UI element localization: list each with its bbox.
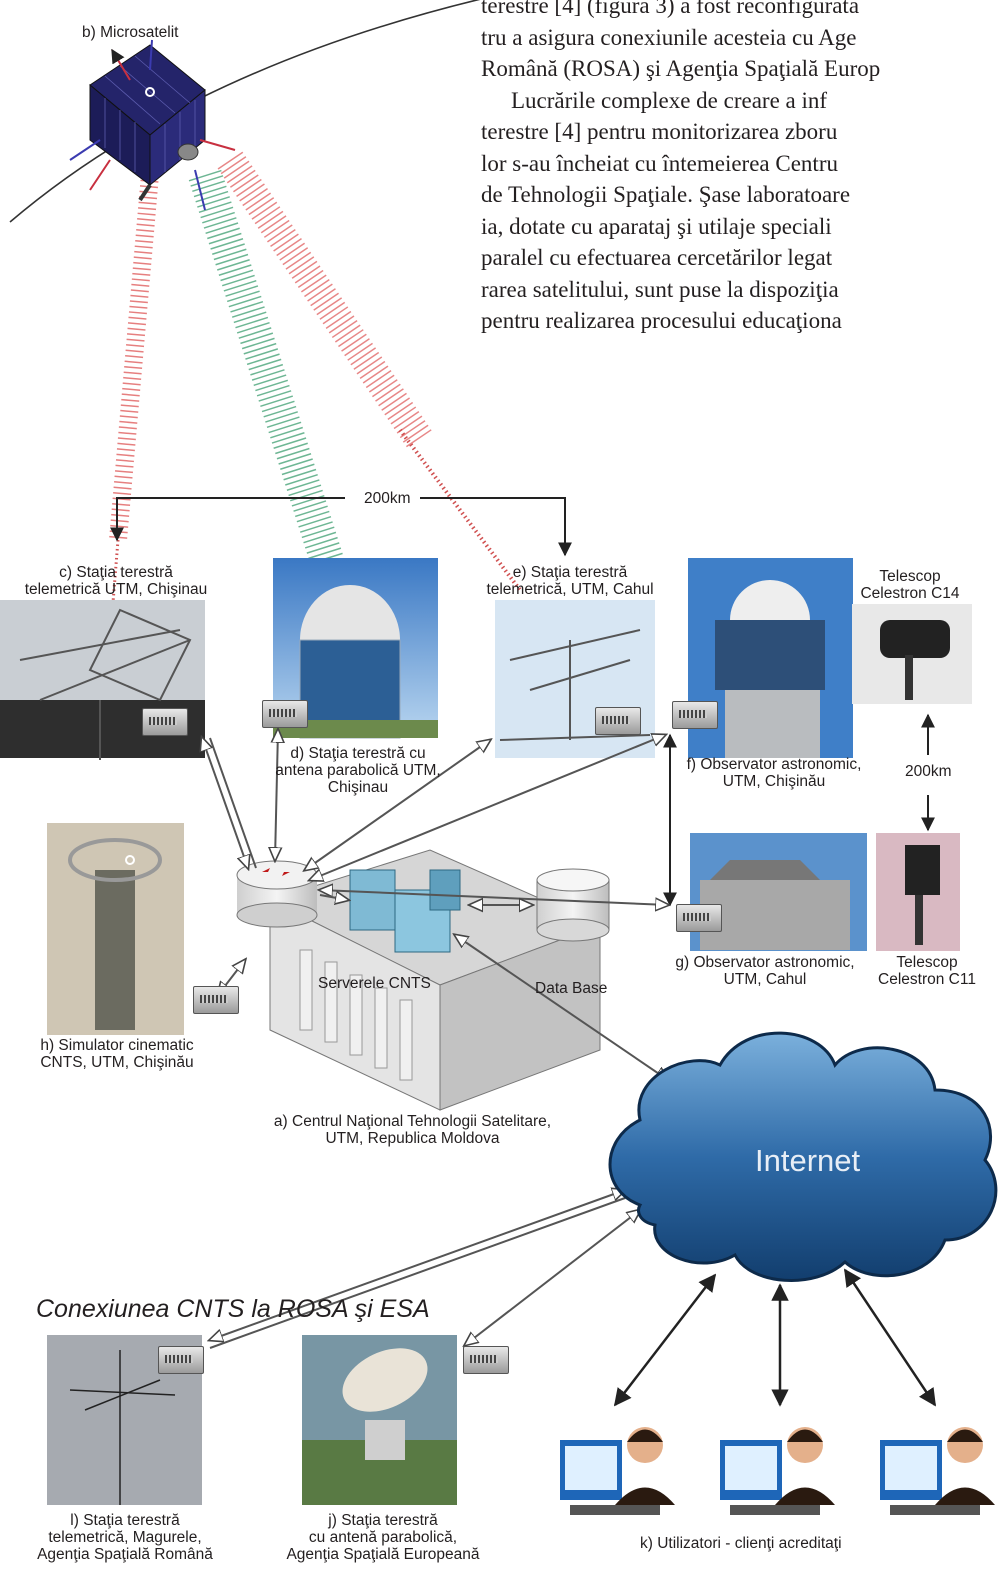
- paragraph-line: terestre [4] pentru monitorizarea zboru: [481, 119, 838, 144]
- label-line: c) Staţia terestră: [59, 564, 173, 581]
- photo-telescope-c11: [876, 833, 960, 951]
- label-line: UTM, Chişinău: [722, 773, 826, 790]
- beam-red-thin: [398, 428, 522, 592]
- label-line: f) Observator astronomic,: [686, 756, 862, 773]
- paragraph-line: tru a asigura conexiunile acesteia cu Ag…: [481, 24, 857, 50]
- network-device: [676, 904, 722, 932]
- network-device: [672, 701, 718, 729]
- label-observatory-f: f) Observator astronomic, UTM, Chişinău: [679, 756, 869, 790]
- label-distance-top: 200km: [360, 490, 415, 507]
- label-line: UTM, Republica Moldova: [325, 1130, 500, 1147]
- orbit-arc: [9, 0, 481, 223]
- internet-cloud: [608, 1031, 998, 1282]
- label-observatory-g: g) Observator astronomic, UTM, Cahul: [660, 954, 870, 988]
- label-line: telemetrică, Magurele,: [48, 1529, 202, 1546]
- paragraph-line: Lucrările complexe de creare a inf: [511, 87, 828, 113]
- label-line: g) Observator astronomic,: [675, 954, 855, 971]
- label-line: UTM, Cahul: [723, 971, 807, 988]
- beam-red-left: [109, 174, 159, 541]
- beam-green: [188, 169, 347, 576]
- label-line: telemetrică, UTM, Cahul: [486, 581, 654, 598]
- network-device: [193, 986, 239, 1014]
- label-line: Chişinau: [327, 779, 389, 796]
- label-line: Telescop: [896, 954, 958, 971]
- router: [236, 860, 318, 928]
- label-station-c: c) Staţia terestră telemetrică UTM, Chiş…: [0, 564, 232, 598]
- paragraph-line: lor s-au încheiat cu întemeierea Centru: [481, 150, 838, 176]
- label-line: telemetrică UTM, Chişinau: [24, 581, 208, 598]
- white-links: [202, 730, 668, 1349]
- network-device: [463, 1346, 509, 1374]
- label-station-j: j) Staţia terestră cu antenă parabolică,…: [268, 1512, 498, 1563]
- photo-g-observatory: [690, 833, 867, 951]
- body-paragraph: terestre [4] (figura 3) a fost reconfigu…: [481, 0, 999, 337]
- photo-telescope-c14: [852, 604, 972, 704]
- label-telescope-c11: Telescop Celestron C11: [862, 954, 992, 988]
- photo-d-dome: [273, 558, 438, 739]
- label-line: d) Staţia terestră cu: [290, 745, 426, 762]
- network-device: [142, 708, 188, 736]
- label-line: Agenţia Spaţială Europeană: [286, 1546, 480, 1563]
- paragraph-line: paralel cu efectuarea cercetărilor legat: [481, 245, 833, 270]
- paragraph-line: terestre [4] (figura 3) a fost reconfigu…: [481, 0, 860, 18]
- paragraph-line: ia, dotate cu aparataj şi utilaje specia…: [481, 213, 832, 239]
- label-line: cu antenă parabolică,: [308, 1529, 458, 1546]
- label-station-e: e) Staţia terestră telemetrică, UTM, Cah…: [462, 564, 678, 598]
- label-microsatelit: b) Microsatelit: [82, 24, 179, 41]
- label-line: j) Staţia terestră: [328, 1512, 438, 1529]
- label-servers: Serverele CNTS: [318, 975, 431, 992]
- label-line: a) Centrul Naţional Tehnologii Satelitar…: [273, 1113, 552, 1130]
- beam-red-c: [108, 539, 120, 641]
- label-line: h) Simulator cinematic: [40, 1037, 194, 1054]
- photo-j-dish: [302, 1335, 457, 1505]
- label-station-d: d) Staţia terestră cu antena parabolică …: [268, 745, 448, 796]
- label-database: Data Base: [535, 980, 608, 997]
- label-line: antena parabolică UTM,: [275, 762, 441, 779]
- paragraph-line: Română (ROSA) şi Agenţia Spaţială Europ: [481, 56, 881, 81]
- label-line: Celestron C14: [860, 585, 960, 602]
- network-device: [595, 707, 641, 735]
- label-station-l: l) Staţia terestră telemetrică, Magurele…: [25, 1512, 225, 1563]
- network-device: [262, 700, 308, 728]
- label-line: Celestron C11: [878, 971, 976, 988]
- label-telescope-c14: Telescop Celestron C14: [840, 568, 980, 602]
- label-line: l) Staţia terestră: [70, 1512, 180, 1529]
- paragraph-line: pentru realizarea procesului educaţiona: [481, 308, 842, 333]
- label-simulator-h: h) Simulator cinematic CNTS, UTM, Chişin…: [12, 1037, 222, 1071]
- label-center-a: a) Centrul Naţional Tehnologii Satelitar…: [240, 1113, 585, 1147]
- label-line: Agenţia Spaţială Română: [37, 1546, 213, 1563]
- beam-red-right: [217, 151, 433, 449]
- network-device: [158, 1346, 204, 1374]
- label-line: CNTS, UTM, Chişinău: [40, 1054, 194, 1071]
- label-internet: Internet: [755, 1143, 861, 1178]
- label-line: e) Staţia terestră: [512, 564, 628, 581]
- label-line: Telescop: [879, 568, 941, 585]
- paragraph-line: rarea satelitului, sunt puse la dispoziţ…: [481, 276, 839, 302]
- photo-h-simulator: [47, 823, 184, 1035]
- label-rosa-esa: Conexiunea CNTS la ROSA şi ESA: [36, 1295, 430, 1323]
- paragraph-line: de Tehnologii Spaţiale. Şase laboratoare: [481, 182, 851, 207]
- label-users-k: k) Utilizatori - clienţi acreditaţi: [640, 1535, 842, 1552]
- label-distance-right: 200km: [905, 763, 952, 780]
- user-links: [613, 1268, 937, 1407]
- database-cylinder: [536, 868, 610, 942]
- photo-c-antenna: [0, 600, 205, 760]
- distance-bracket-top: [110, 497, 572, 557]
- user-workstations: [560, 1427, 995, 1515]
- satellite: [69, 39, 236, 211]
